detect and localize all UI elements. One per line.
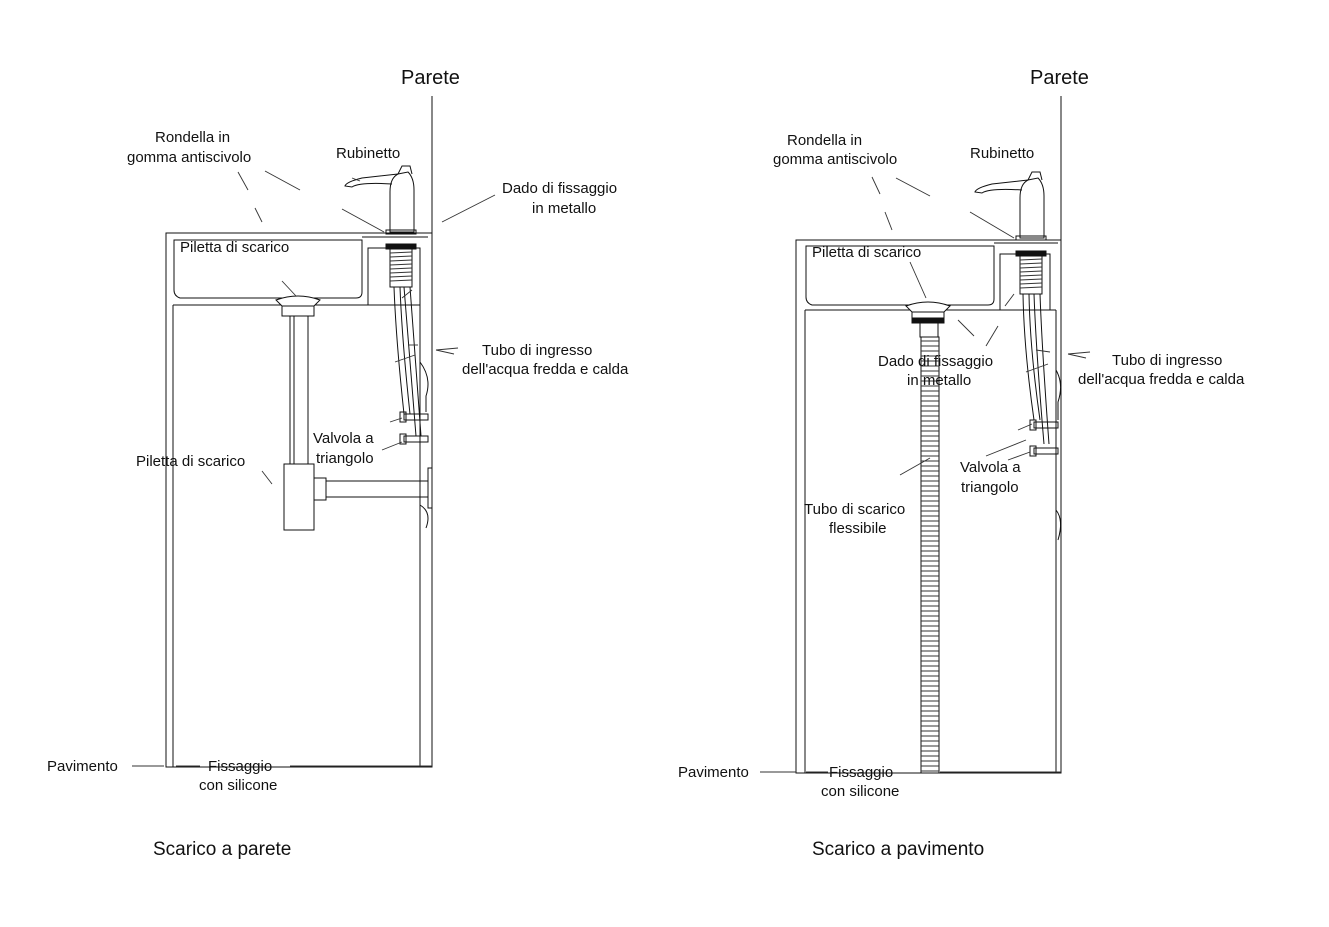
valve-label-1: Valvola a	[313, 430, 374, 447]
drain-nut	[911, 317, 945, 324]
washer-label-1: Rondella in	[155, 129, 230, 146]
wall-label: Parete	[1030, 67, 1089, 89]
pipe-corrugation	[921, 340, 939, 772]
flex-pipe-label-2: flessibile	[829, 520, 887, 537]
fixing-nut-label-1: Dado di fissaggio	[502, 180, 617, 197]
drain-top-label: Piletta di scarico	[180, 239, 289, 256]
drain-bottom-label: Piletta di scarico	[136, 453, 245, 470]
inlet-pipe-label-1: Tubo di ingresso	[1112, 352, 1222, 369]
caption-floor-drain: Scarico a pavimento	[812, 839, 984, 860]
valve-label-1: Valvola a	[960, 459, 1021, 476]
tap-label: Rubinetto	[970, 145, 1034, 162]
silicone-label-1: Fissaggio	[829, 764, 893, 781]
fixing-nut	[1015, 250, 1047, 257]
tap-body	[1019, 177, 1045, 239]
washer-label-1: Rondella in	[787, 132, 862, 149]
inlet-pipe-label-1: Tubo di ingresso	[482, 342, 592, 359]
floor-drain-diagram: Parete Rondella in gomma antiscivolo Rub…	[678, 67, 1245, 860]
floor-label: Pavimento	[47, 758, 118, 775]
flex-pipe-label-1: Tubo di scarico	[804, 501, 905, 518]
drain-flange	[905, 301, 951, 313]
floor-label: Pavimento	[678, 764, 749, 781]
silicone-label-2: con silicone	[821, 783, 899, 800]
silicone-label-2: con silicone	[199, 777, 277, 794]
fixing-nut-label-2: in metallo	[907, 372, 971, 389]
flexible-drain-pipe	[920, 336, 940, 774]
silicone-label-1: Fissaggio	[208, 758, 272, 775]
bottle-trap	[283, 463, 315, 531]
angle-valve	[403, 413, 429, 421]
leader-lines	[760, 176, 1091, 773]
washer-label-2: gomma antiscivolo	[773, 151, 897, 168]
tap-label: Rubinetto	[336, 145, 400, 162]
leader-lines	[132, 170, 496, 767]
fixing-nut-label-1: Dado di fissaggio	[878, 353, 993, 370]
valve-label-2: triangolo	[961, 479, 1019, 496]
fixing-nut	[385, 243, 417, 250]
drain-top-label: Piletta di scarico	[812, 244, 921, 261]
inlet-pipe-label-2: dell'acqua fredda e calda	[462, 361, 629, 378]
inlet-pipe-label-2: dell'acqua fredda e calda	[1078, 371, 1245, 388]
drain-pipe	[289, 315, 309, 465]
basin	[805, 245, 995, 306]
wall-label: Parete	[401, 67, 460, 89]
inlet-hose	[1022, 293, 1035, 421]
inlet-hose	[393, 286, 405, 415]
valve-label-2: triangolo	[316, 450, 374, 467]
angle-valve	[1033, 421, 1059, 429]
wall-drain-diagram: Parete Rondella in gomma antiscivolo Rub…	[47, 67, 629, 860]
tap-body	[389, 171, 415, 233]
caption-wall-drain: Scarico a parete	[153, 839, 291, 860]
basin	[173, 239, 363, 299]
washer-label-2: gomma antiscivolo	[127, 149, 251, 166]
drain-flange	[275, 295, 321, 307]
fixing-nut-label-2: in metallo	[532, 200, 596, 217]
